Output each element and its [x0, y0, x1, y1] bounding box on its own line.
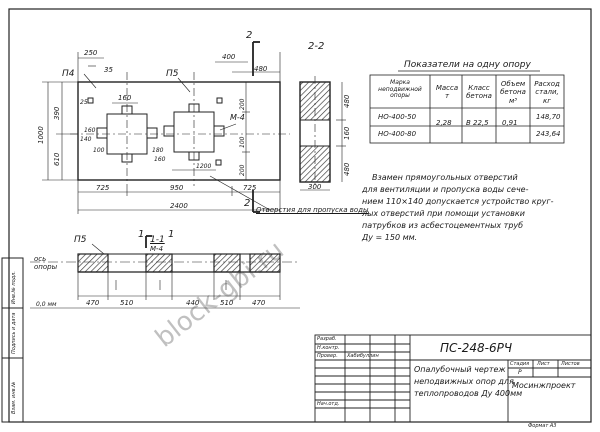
plan-outline — [77, 81, 281, 181]
tb-desc-3: теплопроводов Ду 400мм — [414, 389, 523, 398]
label-m4-section: М-4 — [150, 245, 164, 253]
doc-code: ПС-248-6РЧ — [440, 341, 513, 355]
note-line-2: для вентиляции и пропуска воды сече- — [362, 185, 529, 194]
dim-400: 400 — [222, 53, 236, 61]
dim-390: 390 — [53, 106, 61, 120]
cut-mark-1-left: 1 — [138, 229, 145, 240]
tb-role-1: Разраб. — [317, 336, 337, 342]
cut-mark-2-top: 2 — [246, 30, 253, 41]
label-p5-plan: П5 — [166, 69, 179, 79]
td-mark-1: НО-400-50 — [378, 113, 417, 121]
td-concrete-1: В 22,5 — [466, 119, 489, 127]
dim-725-b: 725 — [243, 184, 257, 192]
dim-510-a: 510 — [120, 299, 134, 307]
td-volume-1: 0,91 — [502, 119, 518, 127]
dim-250: 250 — [84, 49, 98, 57]
strip-replace: Взам. инв.№ — [11, 381, 17, 414]
section-22-title: 2-2 — [308, 41, 325, 52]
th-mark: Марка неподвижной опоры — [378, 79, 422, 100]
tb-name-3: Хабибуллин — [347, 353, 379, 359]
cut-mark-1-right: 1 — [168, 229, 175, 240]
td-mark-2: НО-400-80 — [378, 130, 417, 138]
tb-role-3: Провер. — [317, 353, 338, 359]
label-p5-section: П5 — [74, 235, 87, 245]
dim-440: 440 — [186, 299, 200, 307]
dim-160-top: 160 — [118, 94, 132, 102]
note-line-6: Ду = 150 мм. — [362, 233, 418, 242]
strip-sign: Подпись и дата — [11, 312, 17, 354]
tb-hdr-stage: Стадия — [510, 361, 530, 367]
dim-160-b: 160 — [154, 156, 166, 163]
td-steel-1: 148,70 — [536, 113, 561, 121]
tb-role-2: Н.контр. — [317, 345, 340, 351]
note-line-5: патрубков из асбестоцементных труб — [362, 221, 524, 230]
holes-note: Отверстия для пропуска воды — [256, 206, 369, 214]
tb-hdr-sheet: Лист — [537, 361, 550, 367]
cut-mark-2-bottom: 2 — [244, 198, 251, 209]
strip-inv: Инв.№ подл. — [11, 271, 17, 304]
label-m4-plan: М-4 — [230, 113, 245, 122]
tb-desc-2: неподвижных опор для — [414, 377, 514, 386]
left-strip — [1, 257, 24, 423]
dim-200-a: 200 — [239, 98, 246, 110]
dim-725-a: 725 — [96, 184, 110, 192]
dim-160-inner: 160 — [84, 127, 96, 134]
dim-180: 180 — [152, 147, 164, 154]
note-line-1: Взамен прямоугольных отверстий — [372, 173, 518, 182]
dim-35: 35 — [104, 66, 113, 74]
dim-1200: 1200 — [196, 163, 212, 170]
th-steel: Расход стали, кг — [534, 80, 560, 105]
title-block — [314, 334, 592, 423]
dim-1000: 1000 — [37, 126, 45, 144]
dim-480-b-s22: 480 — [343, 162, 351, 176]
dim-200-b: 200 — [239, 164, 246, 176]
table-title: Показатели на одну опору — [404, 60, 531, 70]
tb-hdr-sheets: Листов — [561, 361, 580, 367]
dim-470-a: 470 — [86, 299, 100, 307]
note-line-4: лых отверстий при помощи установки — [362, 209, 525, 218]
dim-950: 950 — [170, 184, 184, 192]
tb-desc-1: Опалубочный чертеж — [414, 365, 506, 374]
section-11-title: 1-1 — [150, 235, 165, 245]
dim-300-s22: 300 — [308, 183, 322, 191]
indicators-table — [369, 74, 565, 144]
axis-label: ось опоры — [34, 255, 58, 271]
dim-480: 480 — [254, 65, 268, 73]
th-volume: Объем бетона м³ — [500, 80, 526, 105]
dim-25: 25 — [80, 99, 88, 106]
dim-160-s22: 160 — [343, 126, 351, 140]
td-steel-2: 243,64 — [536, 130, 561, 138]
tb-stage: Р — [518, 369, 522, 376]
tb-organization: Мосинжпроект — [512, 381, 576, 390]
note-line-3: нием 110×140 допускается устройство круг… — [362, 197, 554, 206]
dim-470-b: 470 — [252, 299, 266, 307]
th-mass: Масса т — [435, 84, 459, 101]
sheet-frame — [8, 8, 592, 423]
th-concrete: Класс бетона — [466, 84, 492, 101]
dim-100-b: 100 — [239, 136, 246, 148]
dim-140: 140 — [80, 136, 92, 143]
level-label: 0,0 мм — [36, 301, 57, 308]
dim-480-a-s22: 480 — [343, 94, 351, 108]
footer-format: Формат А3 — [528, 423, 557, 429]
tb-role-4: Нач.отд. — [317, 401, 340, 407]
note-block: Взамен прямоугольных отверстий для венти… — [362, 173, 563, 242]
dim-100: 100 — [93, 147, 105, 154]
td-mass-1: 2,28 — [436, 119, 452, 127]
dim-610: 610 — [53, 152, 61, 166]
label-p4: П4 — [62, 69, 75, 79]
dim-2400: 2400 — [170, 202, 188, 210]
dim-510-b: 510 — [220, 299, 234, 307]
